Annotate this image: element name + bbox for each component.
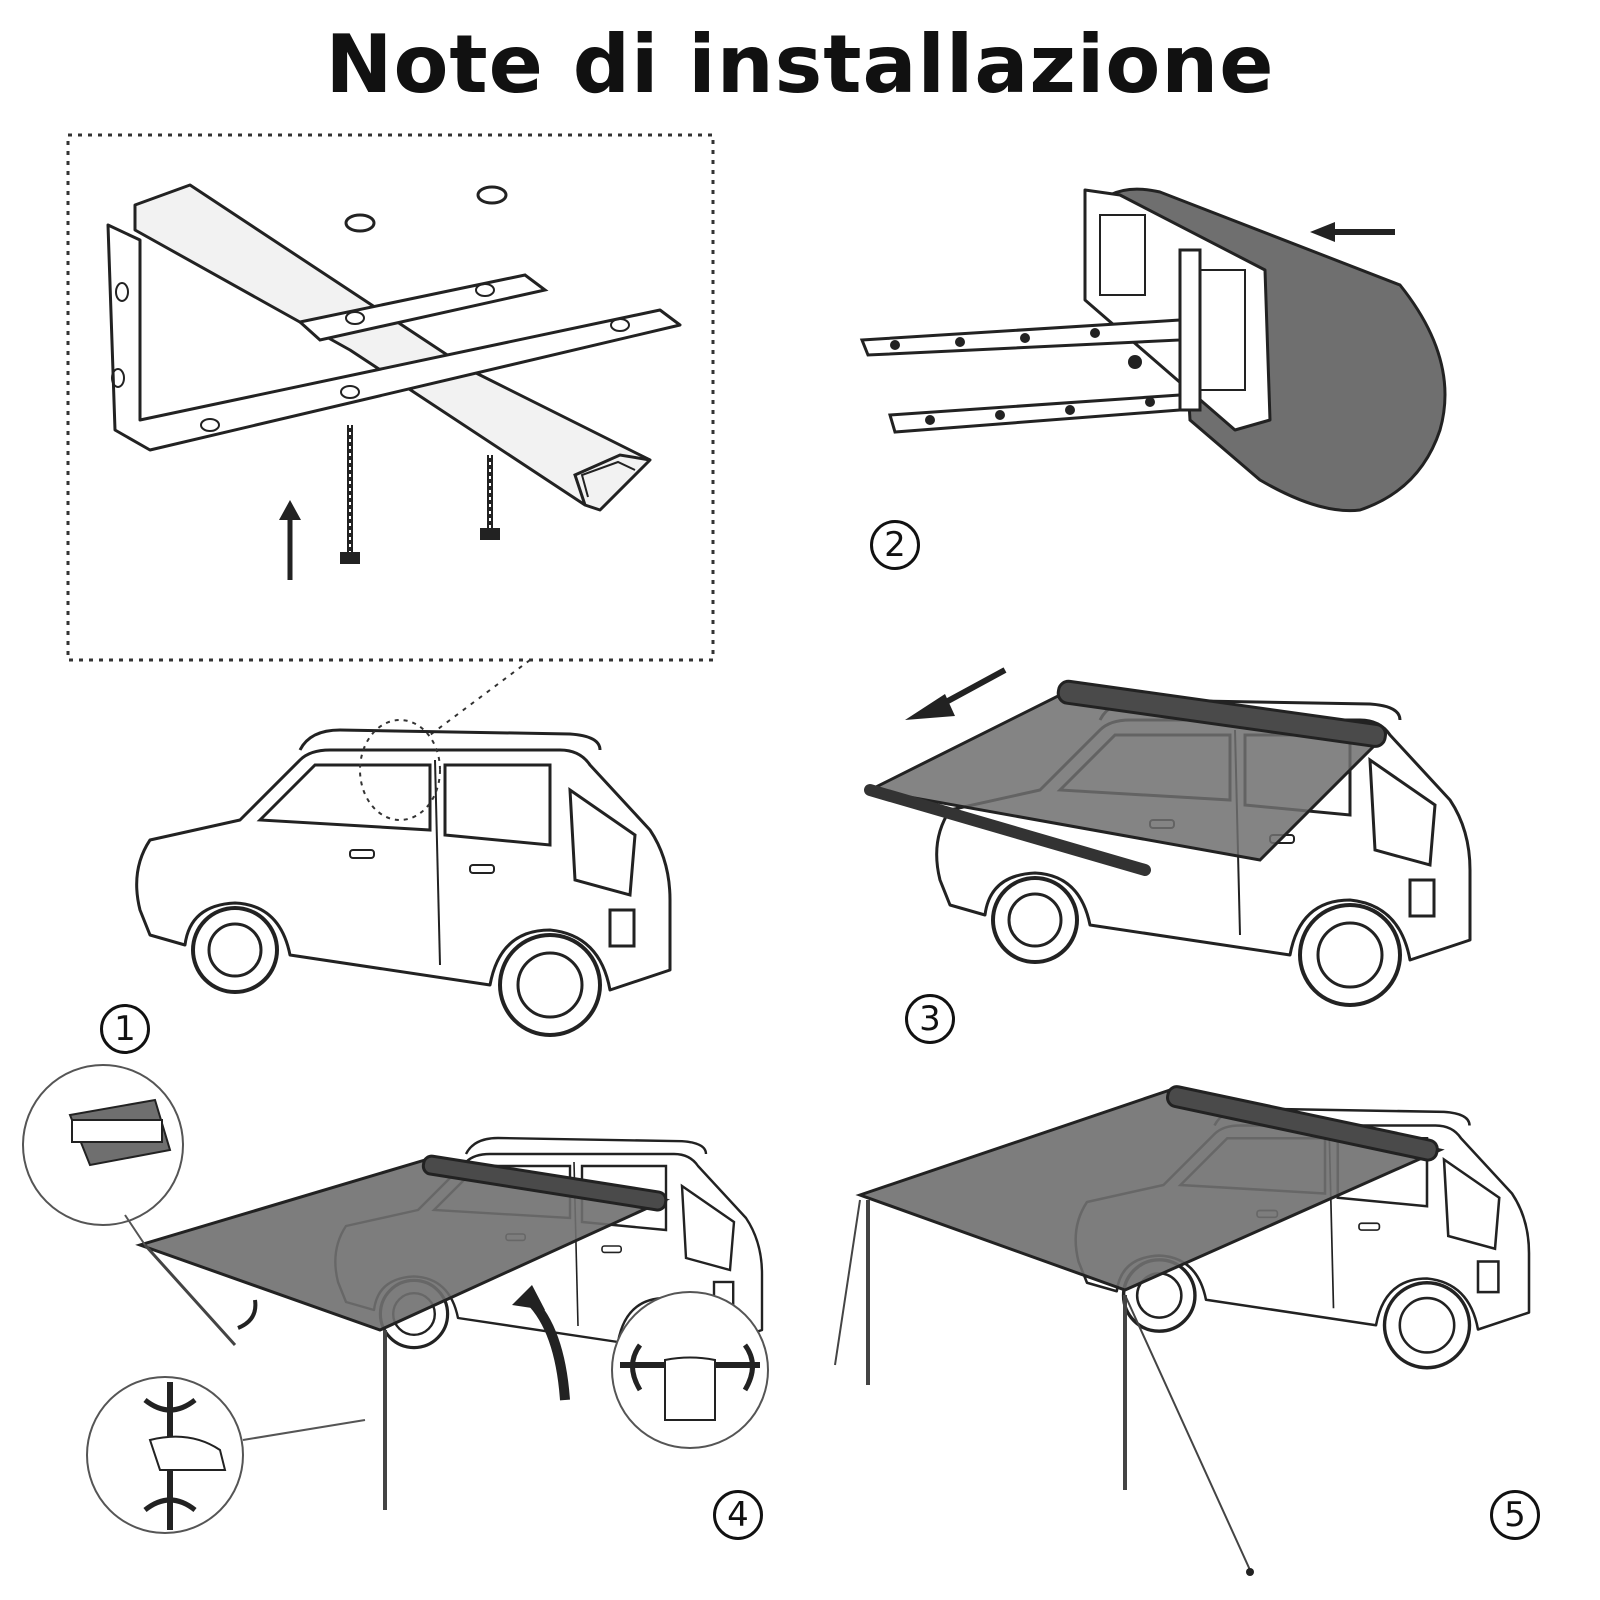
step5-completed: [834, 1085, 1531, 1576]
step3-unroll: [864, 667, 1472, 1007]
step1-bracket-detail: [66, 133, 715, 736]
step1-car: [134, 719, 672, 1037]
step-number-1: 1: [100, 1004, 150, 1054]
step-number-3: 3: [905, 994, 955, 1044]
step-number-5: 5: [1490, 1490, 1540, 1540]
step2-awning-mount: [859, 187, 1447, 513]
step-number-4: 4: [713, 1490, 763, 1540]
step4-deploy-poles: [22, 1064, 769, 1534]
page-title: Note di installazione: [325, 18, 1275, 111]
step-number-2: 2: [870, 520, 920, 570]
